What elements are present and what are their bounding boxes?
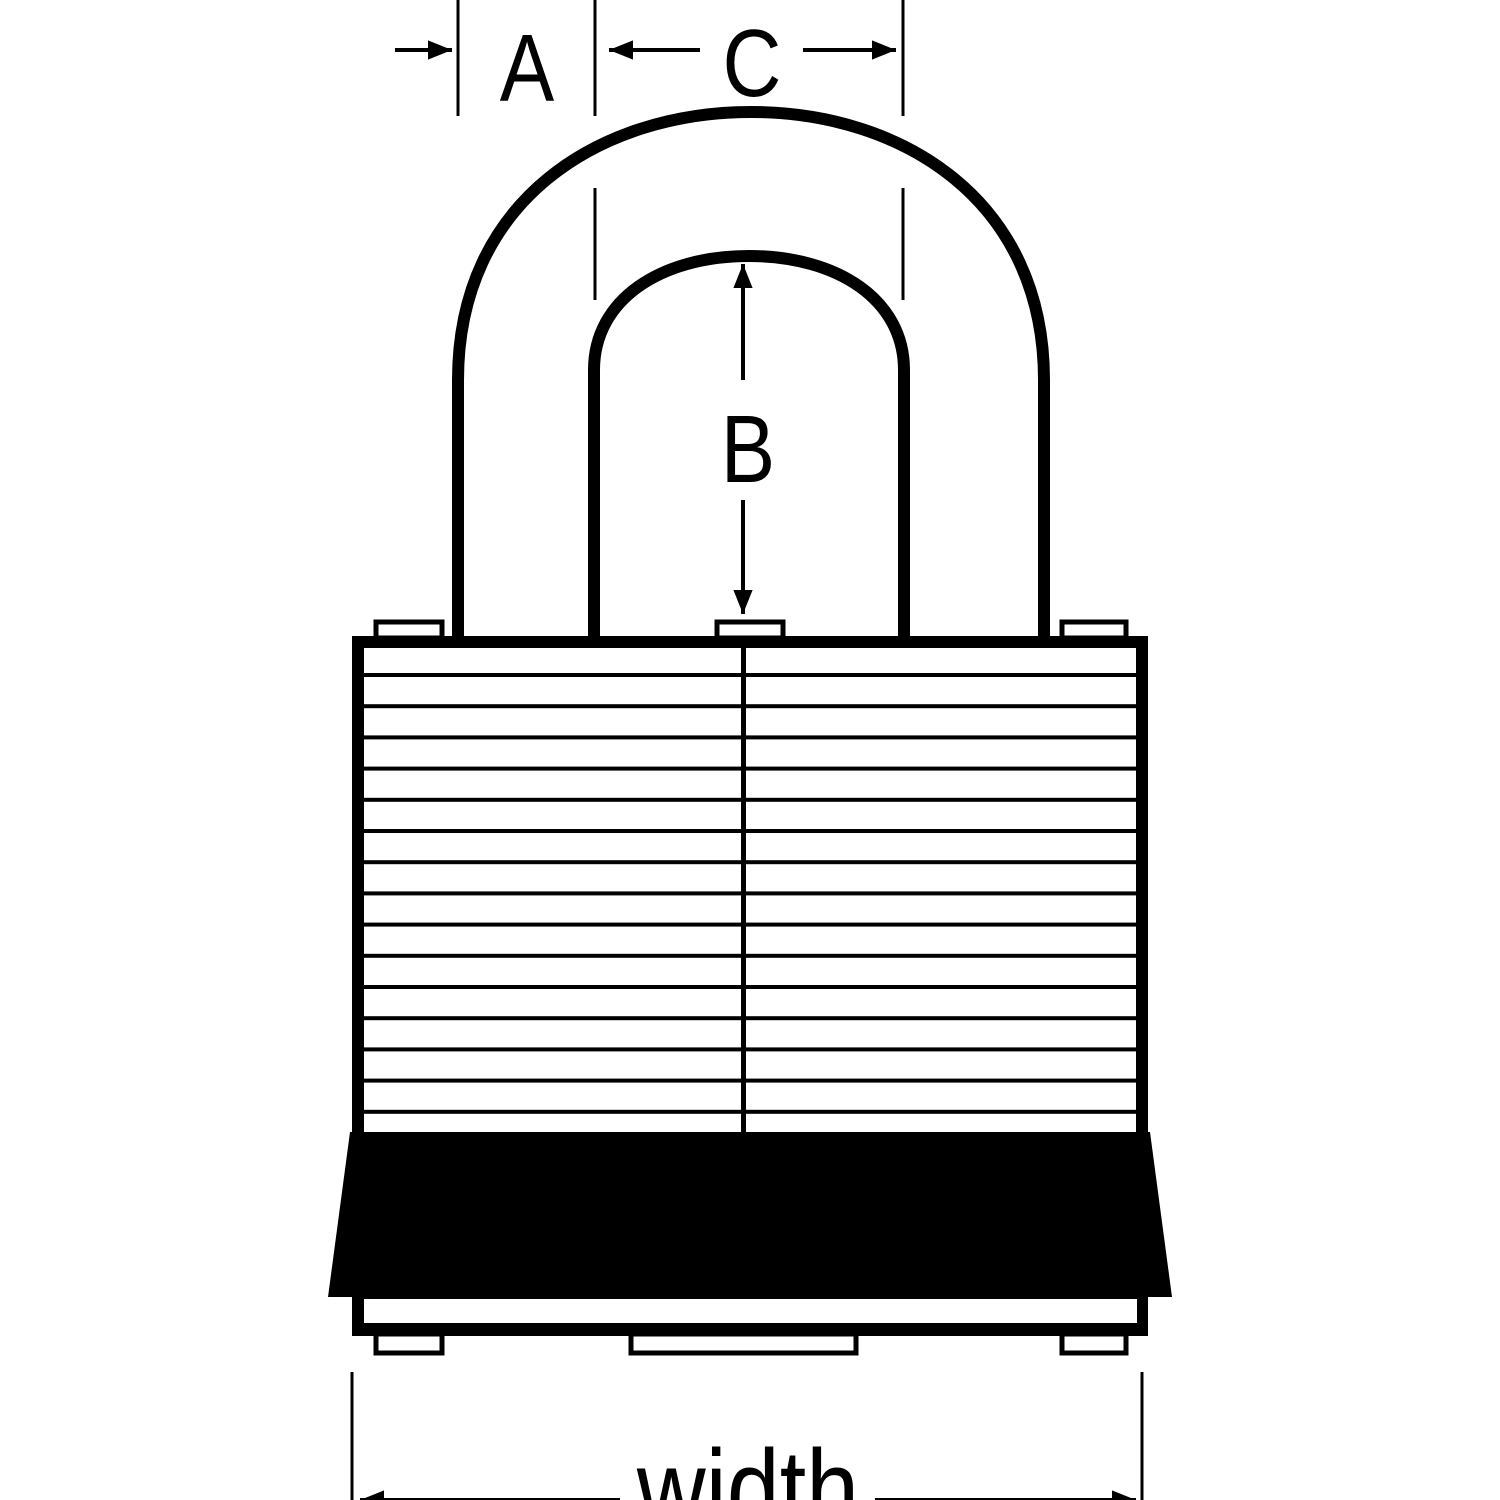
- shackle-inner: [588, 249, 910, 636]
- lamination-line: [364, 1078, 1136, 1083]
- lug-right: [1059, 619, 1129, 641]
- center-seam: [741, 648, 746, 1134]
- foot-right: [1059, 1331, 1129, 1356]
- lamination-line: [364, 1109, 1136, 1114]
- lug-center: [714, 619, 786, 641]
- lamination-line: [364, 891, 1136, 896]
- top-lugs: [373, 619, 1129, 641]
- label-c: C: [723, 9, 782, 117]
- dimension-a: [395, 0, 597, 116]
- lamination-line: [364, 735, 1136, 740]
- lamination-line: [364, 829, 1136, 833]
- dimension-c: [593, 0, 905, 300]
- lamination-line: [364, 953, 1136, 958]
- lamination-line: [364, 985, 1136, 989]
- bottom-feet: [373, 1331, 1129, 1356]
- label-a: A: [500, 14, 555, 122]
- lamination-line: [364, 673, 1136, 677]
- lamination-line: [364, 1016, 1136, 1021]
- shackle: [452, 105, 1050, 636]
- lamination-line: [364, 766, 1136, 771]
- foot-center: [628, 1331, 859, 1356]
- foot-left: [373, 1331, 445, 1356]
- lamination-line: [364, 797, 1136, 802]
- laminations: [364, 673, 1136, 1114]
- dimension-width: [350, 1372, 1144, 1500]
- lamination-line: [364, 860, 1136, 865]
- lock-body: [328, 636, 1172, 1336]
- label-b: B: [721, 395, 775, 503]
- shackle-outer: [452, 105, 1050, 636]
- lamination-line: [364, 1047, 1136, 1052]
- lug-left: [373, 619, 445, 641]
- bumper-band: [328, 1132, 1172, 1297]
- label-width: width: [636, 1428, 859, 1500]
- lamination-line: [364, 704, 1136, 709]
- lamination-line: [364, 922, 1136, 927]
